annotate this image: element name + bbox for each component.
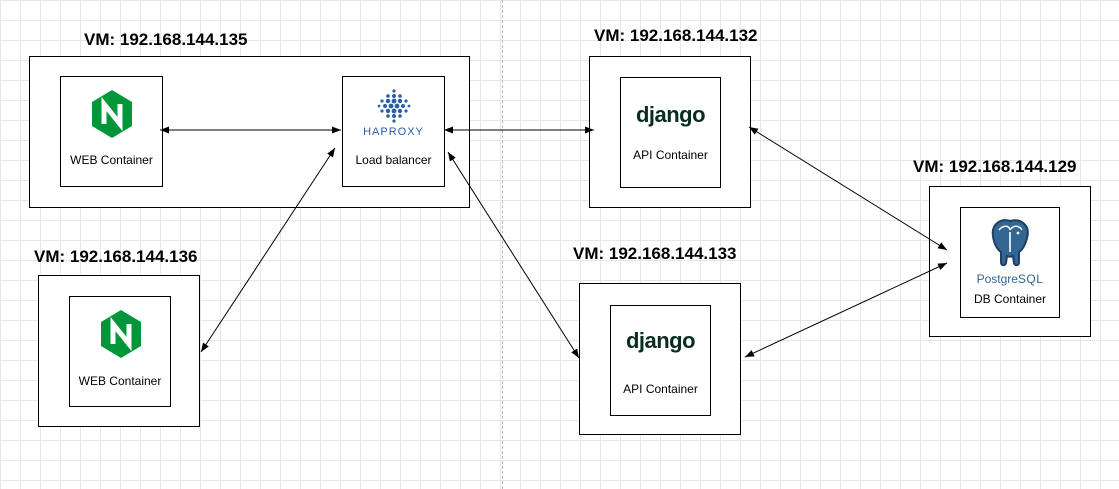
db-container-label: DB Container bbox=[973, 292, 1047, 306]
vm-label-135: VM: 192.168.144.135 bbox=[84, 30, 248, 49]
django-logo: django bbox=[625, 328, 696, 353]
web-container-1[interactable]: WEB Container bbox=[60, 76, 163, 187]
django-logo: django bbox=[635, 102, 706, 127]
vm-box-133: django API Container bbox=[579, 283, 741, 435]
vm-box-135: WEB Container HAPROXY Load balancer bbox=[29, 56, 470, 208]
nginx-icon bbox=[92, 90, 132, 138]
vm-box-136: WEB Container bbox=[38, 275, 200, 427]
api-container-2-label: API Container bbox=[623, 382, 698, 396]
vm-label-136: VM: 192.168.144.136 bbox=[34, 247, 198, 266]
vm-label-129: VM: 192.168.144.129 bbox=[913, 157, 1077, 176]
vm-box-132: django API Container bbox=[589, 56, 751, 208]
web-container-2[interactable]: WEB Container bbox=[69, 296, 171, 407]
vm-box-129: PostgreSQL DB Container bbox=[929, 186, 1091, 337]
postgresql-logo-text-a: Postgre bbox=[976, 272, 1018, 286]
postgresql-logo-text-b: SQL bbox=[1017, 272, 1044, 286]
api-container-1[interactable]: django API Container bbox=[620, 77, 721, 188]
load-balancer-container[interactable]: HAPROXY Load balancer bbox=[342, 76, 445, 187]
nginx-icon bbox=[101, 310, 141, 358]
edge-api1-db bbox=[748, 126, 948, 251]
load-balancer-label: Load balancer bbox=[355, 153, 432, 167]
vm-label-133: VM: 192.168.144.133 bbox=[573, 244, 737, 263]
db-container[interactable]: PostgreSQL DB Container bbox=[960, 207, 1060, 318]
vm-label-132: VM: 192.168.144.132 bbox=[594, 26, 758, 45]
api-container-2[interactable]: django API Container bbox=[610, 305, 711, 416]
haproxy-logo-text: HAPROXY bbox=[363, 126, 424, 138]
web-container-2-label: WEB Container bbox=[78, 374, 162, 388]
postgresql-logo-text: PostgreSQL bbox=[961, 272, 1059, 286]
edge-lb-web2 bbox=[200, 147, 336, 353]
edge-lb-api2 bbox=[447, 151, 580, 359]
edge-api2-db bbox=[744, 262, 948, 358]
web-container-1-label: WEB Container bbox=[70, 153, 153, 167]
haproxy-icon bbox=[377, 89, 411, 123]
api-container-1-label: API Container bbox=[633, 148, 708, 162]
postgresql-icon bbox=[991, 219, 1029, 267]
